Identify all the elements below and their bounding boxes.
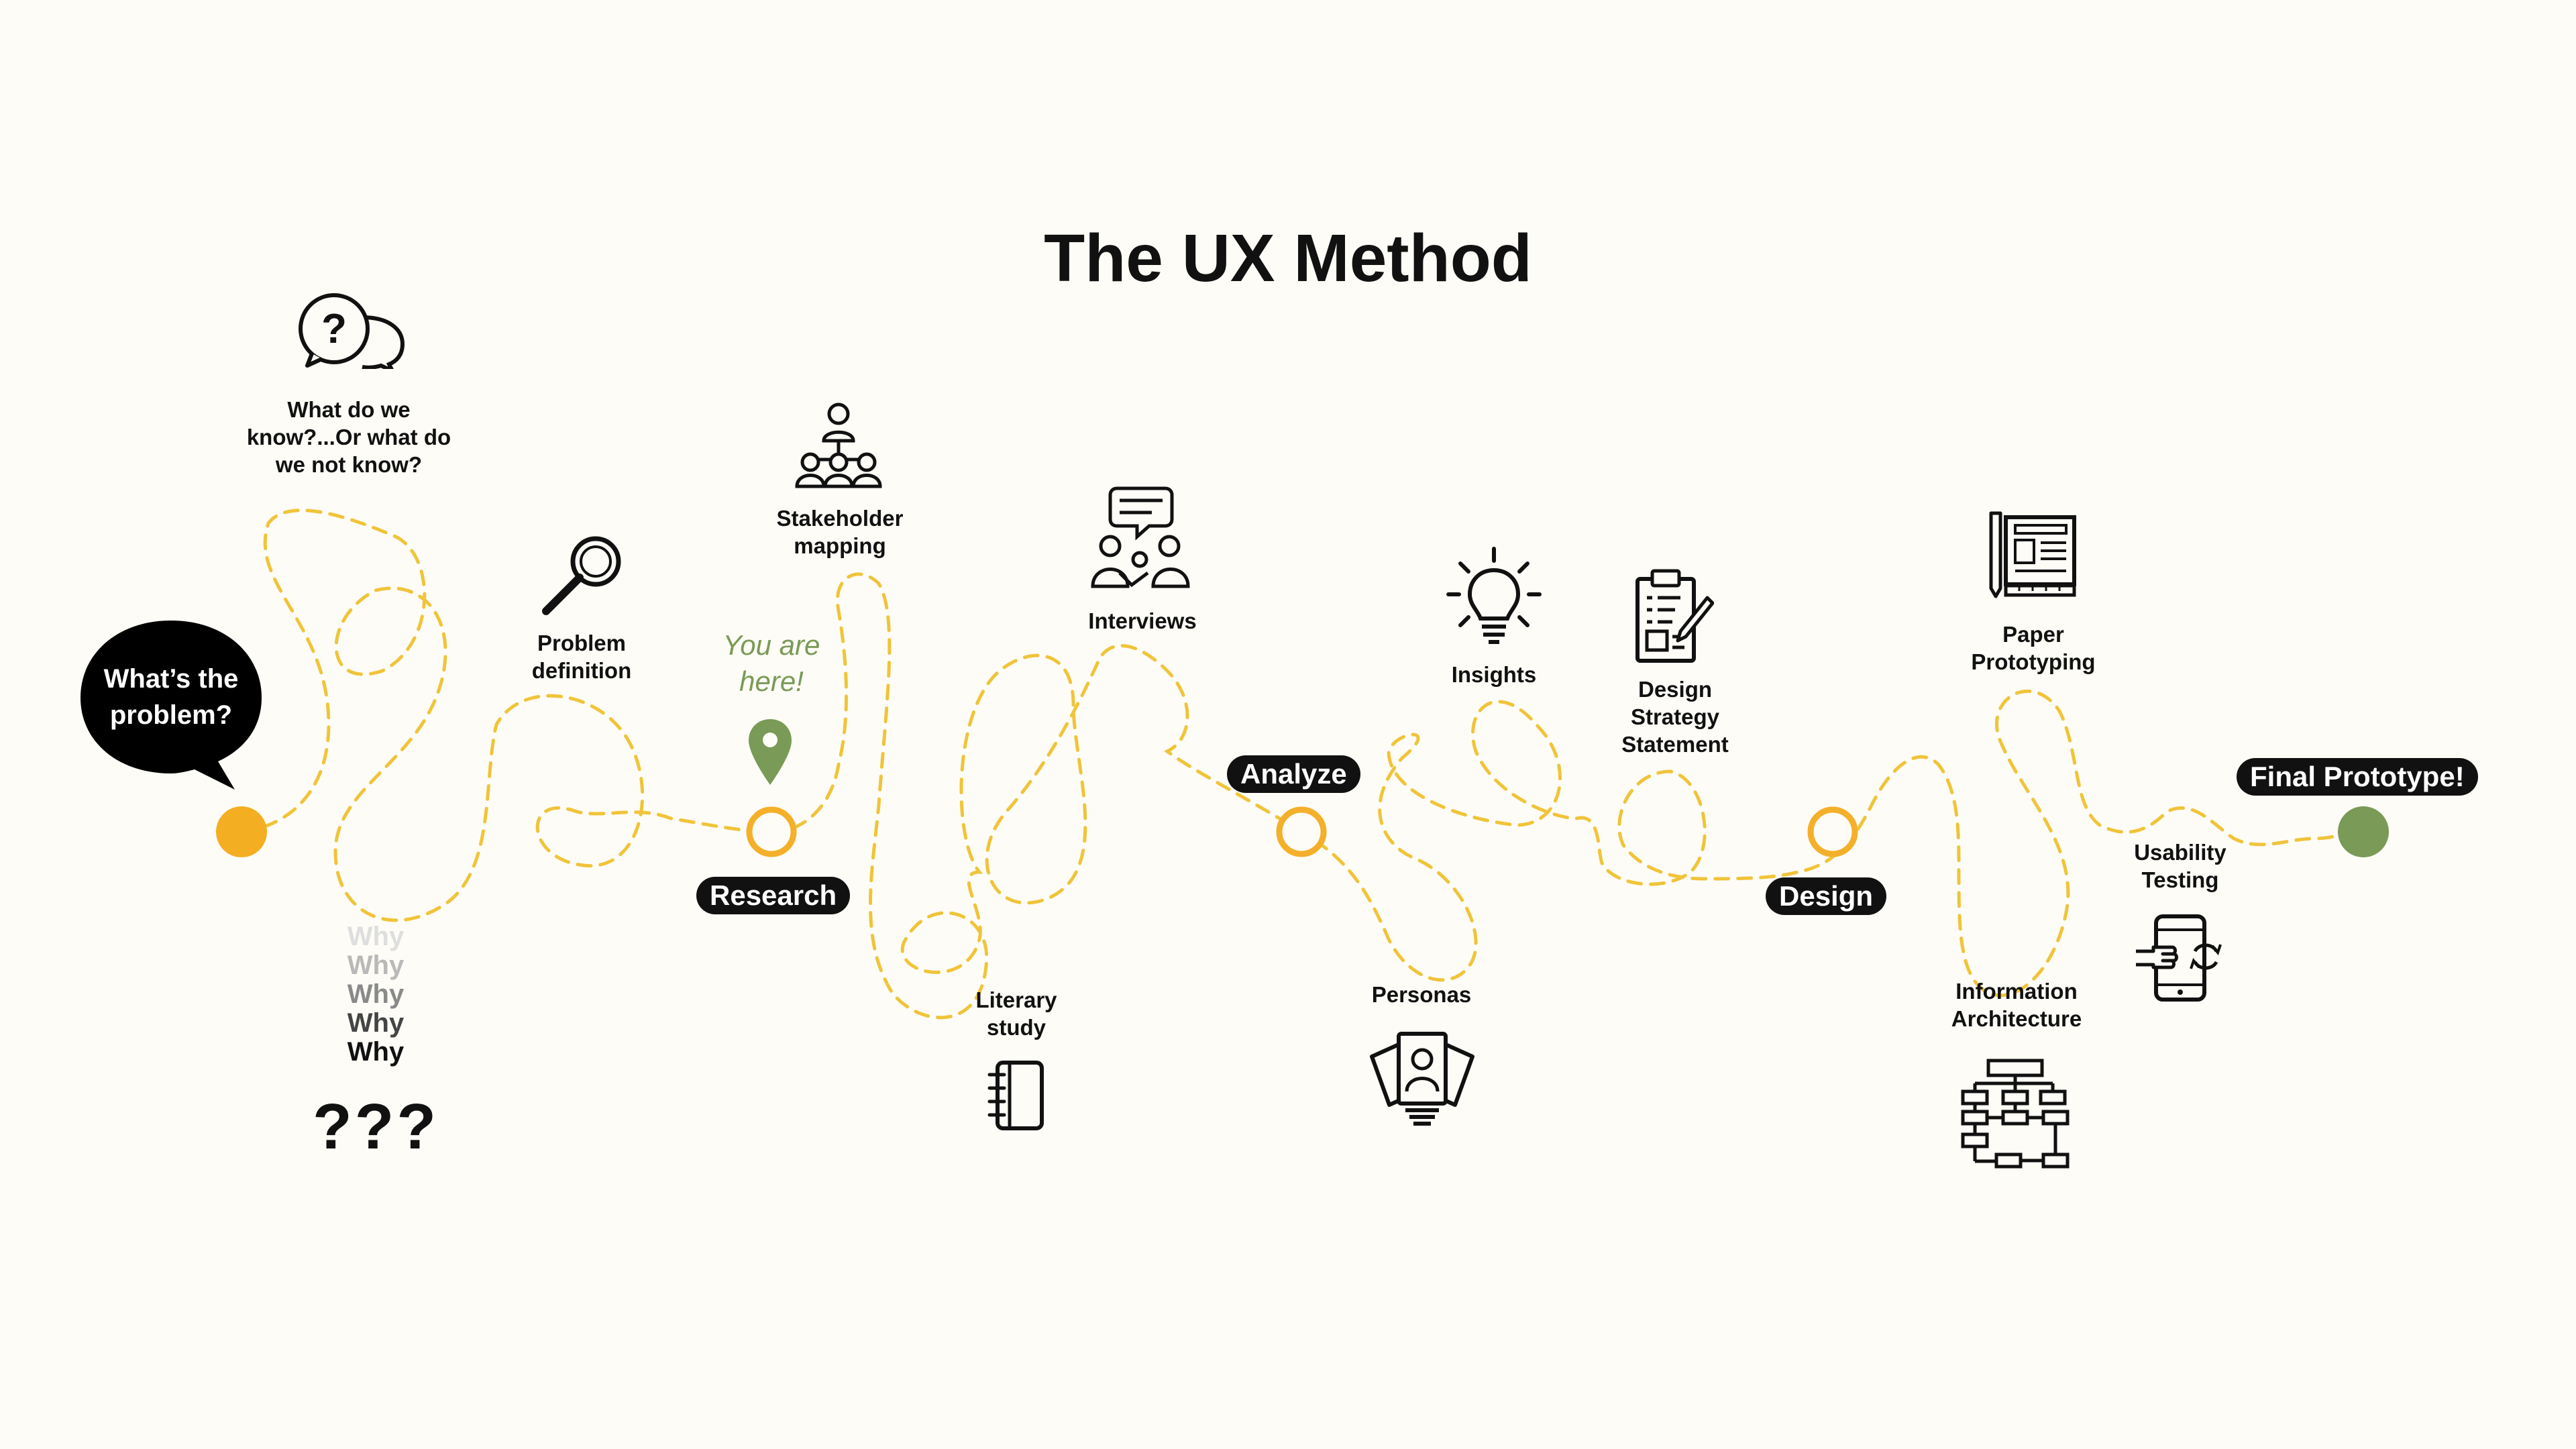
notebook-icon xyxy=(987,1061,1044,1130)
question-chat-icon: ? xyxy=(299,293,405,369)
step-insights: Insights xyxy=(1451,662,1537,687)
clipboard-pen-icon xyxy=(1635,569,1714,663)
magnifier-icon xyxy=(542,536,621,615)
step-paper-prototyping: Paper Prototyping xyxy=(1971,622,2096,674)
why-line-5: Why xyxy=(347,1037,405,1067)
why-line-2: Why xyxy=(347,951,405,980)
step-literary-study: Literary study xyxy=(975,987,1057,1040)
milestone-ring-analyze xyxy=(1276,806,1327,857)
milestone-final-prototype: Final Prototype! xyxy=(2237,758,2478,796)
milestone-analyze: Analyze xyxy=(1227,755,1360,793)
phone-testing-icon xyxy=(2136,914,2222,1002)
step-information-architecture: Information Architecture xyxy=(1951,979,2082,1031)
milestone-ring-research xyxy=(746,806,797,857)
you-are-here-label: You are here! xyxy=(722,629,820,697)
step-interviews: Interviews xyxy=(1088,608,1197,633)
milestone-ring-design xyxy=(1807,806,1858,857)
stakeholder-icon xyxy=(795,402,882,488)
sitemap-icon xyxy=(1961,1059,2070,1169)
step-personas: Personas xyxy=(1371,982,1472,1007)
question-marks: ??? xyxy=(313,1091,439,1163)
milestone-research: Research xyxy=(696,877,851,914)
step-stakeholder-mapping: Stakeholder mapping xyxy=(776,506,904,558)
paper-prototype-icon xyxy=(1989,511,2076,598)
location-pin-icon xyxy=(749,719,792,785)
svg-text:?: ? xyxy=(321,306,347,352)
speech-bubble-icon xyxy=(80,621,262,790)
interview-icon xyxy=(1091,486,1190,588)
end-dot xyxy=(2338,806,2389,857)
persona-card-icon xyxy=(1370,1032,1474,1126)
step-problem-definition: Problem definition xyxy=(531,631,632,683)
step-usability-testing: Usability Testing xyxy=(2134,840,2226,892)
step-what-do-we-know: What do we know?...Or what do we not kno… xyxy=(246,397,451,477)
why-line-3: Why xyxy=(347,979,405,1009)
start-question: What’s the problem? xyxy=(103,664,239,730)
dashed-route xyxy=(239,508,2363,1020)
step-design-strategy-statement: Design Strategy Statement xyxy=(1621,677,1729,757)
start-dot xyxy=(216,806,267,857)
page-title: The UX Method xyxy=(1044,221,1532,296)
milestone-design: Design xyxy=(1766,877,1887,915)
lightbulb-icon xyxy=(1446,547,1542,644)
why-line-4: Why xyxy=(347,1008,405,1038)
why-line-1: Why xyxy=(347,922,405,951)
